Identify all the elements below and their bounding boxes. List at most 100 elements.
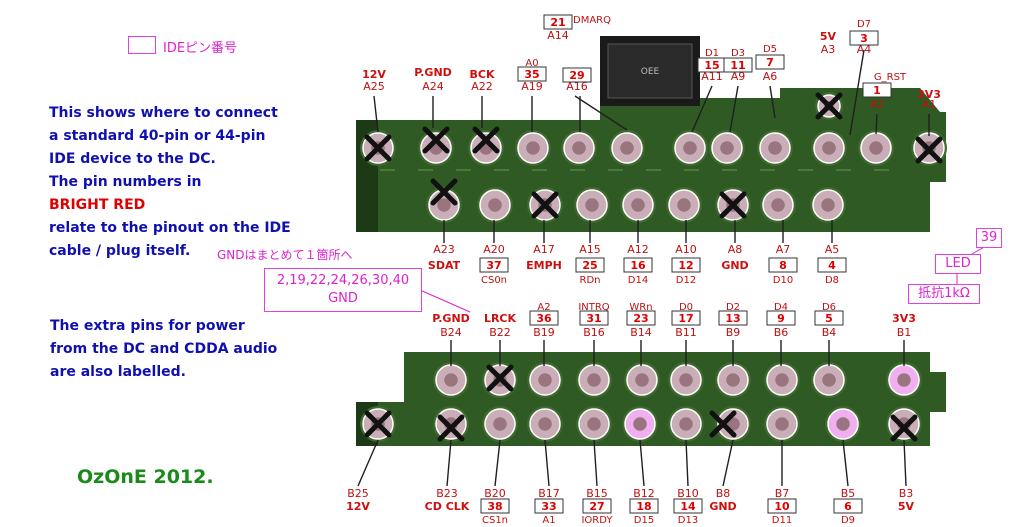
ide-box bbox=[582, 498, 612, 514]
label-signal: D7 bbox=[857, 19, 871, 30]
gnd-pins-word: GND bbox=[328, 291, 358, 306]
gnd-pins-list: 2,19,22,24,26,30,40 bbox=[276, 273, 410, 288]
label-pad: A3 bbox=[821, 43, 836, 56]
pin-hole bbox=[572, 141, 586, 155]
ide-pin-box: 37 bbox=[479, 257, 509, 273]
pin-a-bottom bbox=[574, 187, 610, 223]
label-pad: A19 bbox=[521, 80, 543, 93]
extra-line: from the DC and CDDA audio bbox=[50, 341, 278, 357]
leader-line bbox=[574, 95, 628, 131]
label-pad: A9 bbox=[731, 70, 746, 83]
pin-hole bbox=[587, 373, 601, 387]
x-stroke bbox=[430, 178, 458, 206]
ide-pin-box: 4 bbox=[817, 257, 847, 273]
ide-pin-box: 16 bbox=[623, 257, 653, 273]
intro-text: This shows where to connect a standard 4… bbox=[49, 102, 291, 263]
ide-box bbox=[671, 310, 701, 326]
x-stroke bbox=[364, 134, 392, 162]
legend-swatch bbox=[128, 36, 156, 54]
label-pad: B15 bbox=[586, 487, 608, 500]
x-mark bbox=[531, 191, 559, 219]
ide-pin-number: 8 bbox=[779, 259, 787, 272]
label-signal: BCK bbox=[470, 68, 495, 81]
pin-a-top bbox=[858, 130, 894, 166]
pin-b-bottom bbox=[825, 406, 861, 442]
ide-pin-number: 10 bbox=[774, 500, 790, 513]
ide-pin-box: 6 bbox=[833, 498, 863, 514]
ide-box bbox=[766, 310, 796, 326]
ide-box bbox=[671, 257, 701, 273]
label-pad: B16 bbox=[583, 326, 605, 339]
pin-b-bottom bbox=[527, 406, 563, 442]
chip-marking: OEE bbox=[641, 67, 660, 77]
ide-pin-number: 31 bbox=[586, 312, 601, 325]
leader-line bbox=[769, 85, 776, 119]
pin-hole bbox=[631, 198, 645, 212]
pin-hole bbox=[683, 141, 697, 155]
x-stroke bbox=[437, 414, 465, 442]
pin-hole bbox=[821, 198, 835, 212]
ide-pin-number: 4 bbox=[828, 259, 836, 272]
label-signal: D3 bbox=[731, 48, 745, 59]
gnd-merge-note: GNDはまとめて１箇所へ bbox=[217, 248, 353, 262]
pin-hole bbox=[836, 417, 850, 431]
leader-line bbox=[593, 439, 598, 487]
pin-a-top bbox=[757, 130, 793, 166]
x-mark bbox=[709, 410, 737, 438]
label-signal-sub: D12 bbox=[676, 275, 696, 286]
label-signal: D0 bbox=[679, 302, 693, 313]
label-signal-sub: CS0n bbox=[481, 275, 507, 286]
label-pad: B14 bbox=[630, 326, 652, 339]
ide-pin-box: 27 bbox=[582, 498, 612, 514]
pin-hole bbox=[444, 373, 458, 387]
ide-box bbox=[767, 498, 797, 514]
x-mark bbox=[422, 126, 450, 154]
label-signal: CD CLK bbox=[425, 500, 470, 513]
ide-box bbox=[534, 498, 564, 514]
ide-pin-number: 37 bbox=[486, 259, 501, 272]
ide-pin-box: 13 bbox=[718, 310, 748, 326]
ide-pin-number: 17 bbox=[678, 312, 693, 325]
ide-pin-box: 14 bbox=[673, 498, 703, 514]
label-signal: 3V3 bbox=[917, 88, 941, 101]
pin-b-bottom bbox=[668, 406, 704, 442]
ide-pin-box: 35 bbox=[517, 66, 547, 82]
label-signal: P.GND bbox=[432, 312, 470, 325]
intro-line: The pin numbers in bbox=[49, 174, 202, 190]
label-signal: 12V bbox=[346, 500, 370, 513]
pin-a-top bbox=[709, 130, 745, 166]
label-pad: A24 bbox=[422, 80, 444, 93]
label-pad: A7 bbox=[776, 243, 791, 256]
pin-hole bbox=[771, 198, 785, 212]
x-stroke bbox=[915, 136, 943, 164]
pin-hole bbox=[587, 417, 601, 431]
pin-hole bbox=[526, 141, 540, 155]
label-pad: B8 bbox=[716, 487, 731, 500]
pin-hole bbox=[822, 373, 836, 387]
label-pad: A15 bbox=[579, 243, 601, 256]
ide-box bbox=[579, 310, 609, 326]
extra-line: are also labelled. bbox=[50, 364, 186, 380]
leader-line bbox=[849, 49, 865, 136]
pin-hole bbox=[897, 373, 911, 387]
label-signal: INTRQ bbox=[578, 302, 609, 313]
pin-hole bbox=[635, 373, 649, 387]
pin-b-bottom bbox=[482, 406, 518, 442]
pin-hole bbox=[633, 417, 647, 431]
ide-box bbox=[517, 66, 547, 82]
gnd-pins-box: 2,19,22,24,26,30,40 GND bbox=[264, 268, 422, 312]
intro-line: a standard 40-pin or 44-pin bbox=[49, 128, 266, 144]
pin-b-bottom bbox=[433, 406, 469, 442]
label-signal: D4 bbox=[774, 302, 788, 313]
pin-a-bottom bbox=[477, 187, 513, 223]
label-pad: A5 bbox=[825, 243, 840, 256]
label-signal: EMPH bbox=[526, 259, 562, 272]
label-signal: 5V bbox=[820, 30, 837, 43]
label-pad: A16 bbox=[566, 80, 588, 93]
label-signal-sub: IORDY bbox=[581, 515, 613, 526]
ide-box bbox=[723, 57, 753, 73]
ide-pin-number: 11 bbox=[730, 59, 745, 72]
label-signal: WRn bbox=[629, 302, 652, 313]
pin-a-top bbox=[468, 130, 504, 166]
pin-hole bbox=[720, 141, 734, 155]
